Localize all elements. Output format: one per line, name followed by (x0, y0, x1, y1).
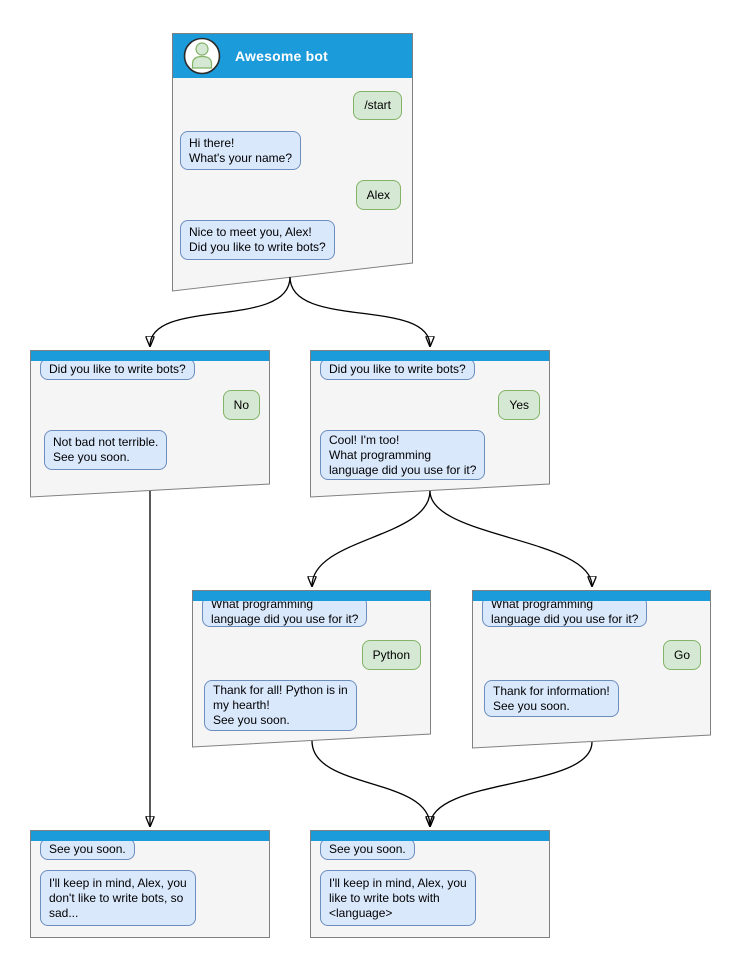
bot-message-bubble: See you soon. (40, 838, 135, 860)
chat-window-end-no: See you soon. I'll keep in mind, Alex, y… (30, 830, 270, 938)
arrow-yes-to-go (429, 490, 592, 586)
bot-message-bubble: Thank for information! See you soon. (484, 680, 619, 717)
window-titlebar (30, 830, 270, 841)
window-titlebar (472, 590, 711, 601)
bot-message-bubble: I'll keep in mind, Alex, you don't like … (40, 870, 196, 926)
user-message-bubble: Go (662, 640, 701, 670)
bot-message-bubble: Hi there! What's your name? (180, 131, 302, 170)
chat-window-branch-no: Did you like to write bots? No Not bad n… (30, 350, 270, 498)
arrow-yes-to-python (312, 490, 431, 586)
bot-avatar-icon (183, 37, 221, 74)
window-titlebar: Awesome bot (172, 33, 413, 78)
bot-title: Awesome bot (235, 47, 328, 64)
chat-window-end-yes: See you soon. I'll keep in mind, Alex, y… (310, 830, 550, 938)
user-message-bubble: /start (353, 91, 402, 120)
bot-message-bubble: Not bad not terrible. See you soon. (44, 430, 168, 470)
bot-message-bubble: See you soon. (320, 838, 415, 860)
bot-message-bubble: Nice to meet you, Alex! Did you like to … (180, 220, 335, 260)
bot-message-bubble: Did you like to write bots? (40, 358, 195, 380)
bot-message-bubble: I'll keep in mind, Alex, you like to wri… (320, 870, 476, 926)
chat-window-main: Awesome bot /start Hi there! What's your… (172, 33, 413, 292)
user-message-bubble: Alex (355, 180, 401, 210)
user-message-bubble: No (222, 390, 260, 420)
bot-message-bubble: Cool! I'm too! What programming language… (320, 430, 486, 480)
bot-message-bubble: Did you like to write bots? (320, 358, 475, 380)
bot-message-bubble: Thank for all! Python is in my hearth! S… (204, 680, 357, 731)
chat-window-branch-python: What programming language did you use fo… (192, 590, 431, 748)
chat-window-branch-yes: Did you like to write bots? Yes Cool! I'… (310, 350, 550, 498)
user-message-bubble: Yes (498, 390, 540, 420)
window-titlebar (310, 350, 550, 361)
chat-window-branch-go: What programming language did you use fo… (472, 590, 711, 749)
window-titlebar (192, 590, 431, 601)
window-titlebar (30, 350, 270, 361)
user-message-bubble: Python (361, 640, 421, 670)
arrow-go-to-end (430, 741, 593, 826)
arrow-python-to-end (311, 740, 430, 826)
window-titlebar (310, 830, 550, 841)
